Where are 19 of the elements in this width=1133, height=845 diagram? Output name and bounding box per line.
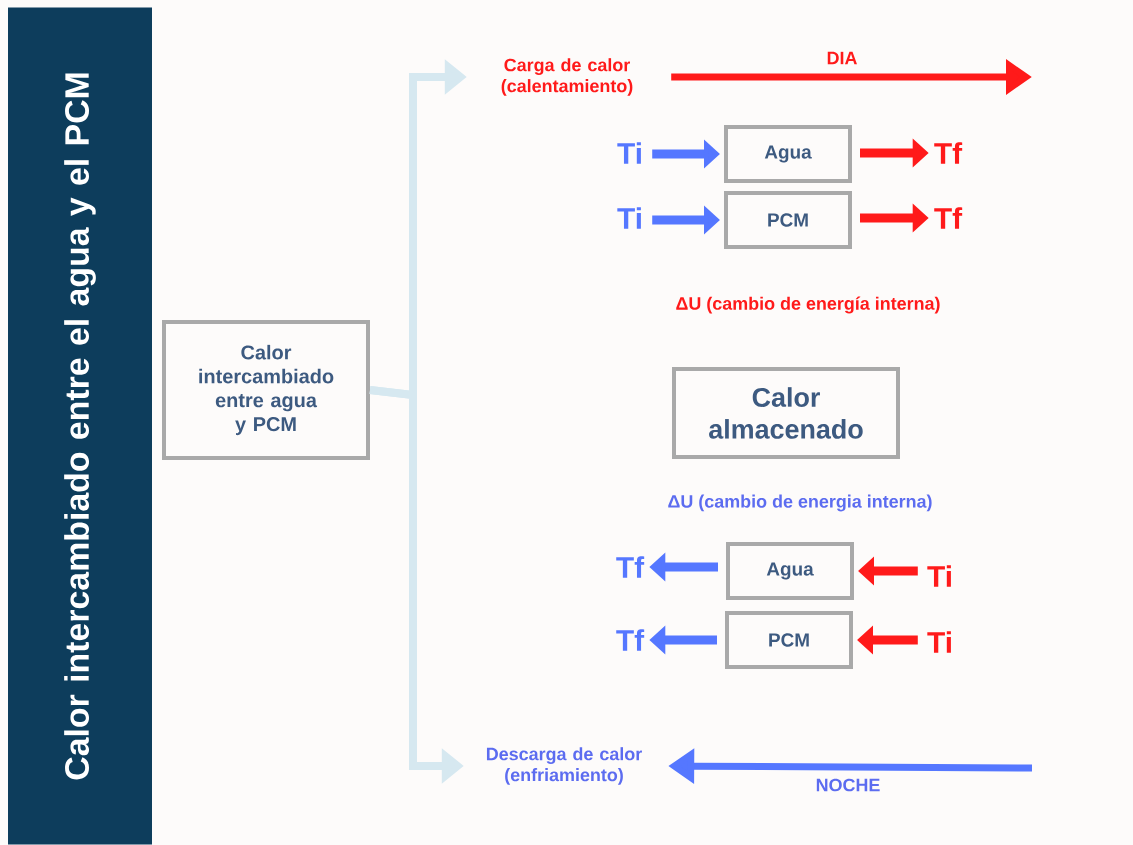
process-box: Calor almacenado <box>672 367 900 459</box>
temperature-label: Ti <box>927 631 951 653</box>
temperature-label: Ti <box>617 207 641 229</box>
process-box: PCM <box>724 191 852 249</box>
temperature-label: Ti <box>617 142 641 164</box>
process-box: Agua <box>724 125 852 183</box>
temperature-label: Tf <box>934 207 963 229</box>
temperature-label: Tf <box>616 556 645 578</box>
process-box: Calor intercambiado entre agua y PCM <box>162 320 370 460</box>
process-box: PCM <box>725 611 853 669</box>
temperature-label: Tf <box>616 629 645 651</box>
process-box: Agua <box>726 542 854 600</box>
temperature-label: Ti <box>927 565 951 587</box>
title-band: Calor intercambiado entre el agua y el PCM <box>8 7 152 845</box>
stage-label: Carga de calor (calentamiento) <box>501 58 633 96</box>
stage-label: Descarga de calor (enfriamiento) <box>486 747 642 785</box>
temperature-label: Tf <box>934 142 963 164</box>
note-text: ΔU (cambio de energia interna) <box>668 494 932 512</box>
note-text: ΔU (cambio de energía interna) <box>676 296 940 314</box>
